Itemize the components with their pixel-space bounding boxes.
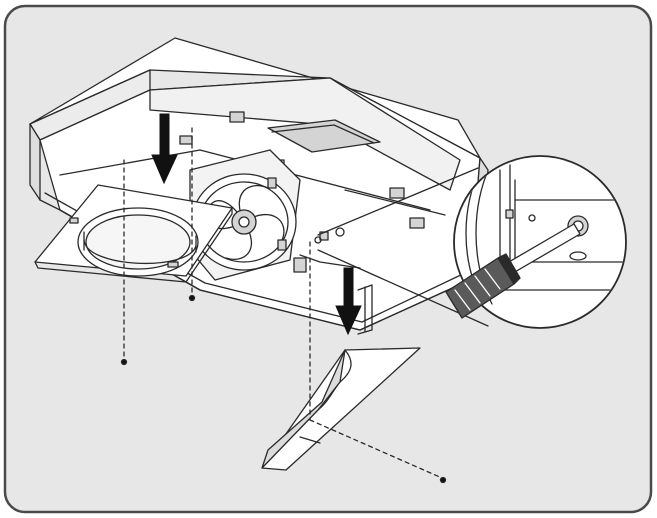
screwdriver bbox=[445, 223, 581, 319]
detail-leader-top bbox=[317, 167, 479, 236]
down-arrow-left bbox=[151, 113, 178, 185]
screw-left bbox=[120, 358, 128, 366]
duct-collar-plate bbox=[34, 184, 233, 283]
front-filler-panel bbox=[261, 347, 421, 471]
blower-fan bbox=[189, 149, 301, 281]
screw-middle bbox=[188, 294, 196, 302]
guide-lines bbox=[123, 127, 443, 479]
arrows bbox=[151, 113, 362, 336]
screw-bottom bbox=[439, 476, 447, 484]
down-arrow-right bbox=[335, 267, 362, 336]
